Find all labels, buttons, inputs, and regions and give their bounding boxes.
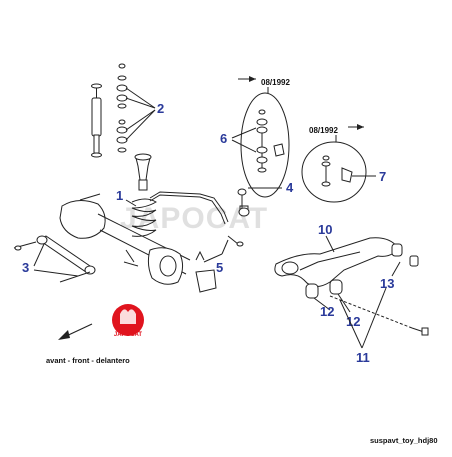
callout-11: 11 xyxy=(356,350,370,365)
date-note-top: 08/1992 xyxy=(261,78,290,87)
callout-4: 4 xyxy=(286,180,294,195)
bushing-stack xyxy=(116,63,128,153)
link-assembly xyxy=(256,109,285,173)
leader-11 xyxy=(339,287,387,349)
date-note-right: 08/1992 xyxy=(309,126,338,135)
leader-10 xyxy=(325,235,335,253)
detail-ellipse-right xyxy=(301,141,367,203)
leader-2 xyxy=(125,87,156,141)
mount-bracket xyxy=(195,235,244,293)
callout-12b: 12 xyxy=(346,314,360,329)
diagram-caption: suspavt_toy_hdj80 xyxy=(370,436,438,445)
axle-housing xyxy=(59,193,191,285)
direction-label: avant - front - delantero xyxy=(46,356,130,365)
arrow-head-top xyxy=(249,76,256,82)
japocat-logo: JAPOCAT xyxy=(112,304,144,338)
shock-absorber xyxy=(91,83,102,158)
callout-3: 3 xyxy=(22,260,29,275)
link-assembly-right xyxy=(321,155,353,187)
front-direction-arrow xyxy=(58,323,93,340)
callout-10: 10 xyxy=(318,222,332,237)
arrow-head-right xyxy=(357,124,364,130)
leader-13 xyxy=(391,261,401,277)
callout-13: 13 xyxy=(380,276,394,291)
leader-5 xyxy=(203,239,229,263)
leader-6 xyxy=(231,127,257,153)
callout-12a: 12 xyxy=(320,304,334,319)
callout-1: 1 xyxy=(116,188,123,203)
trailing-arm xyxy=(274,237,419,287)
arm-bolt xyxy=(329,295,429,336)
coil-spring xyxy=(131,198,157,237)
bump-stop xyxy=(134,153,152,191)
arm-bushings xyxy=(305,279,343,299)
stabilizer-link xyxy=(237,188,250,217)
leader-1 xyxy=(125,199,137,207)
leader-3 xyxy=(33,243,79,277)
lateral-rod xyxy=(13,235,96,283)
callout-7: 7 xyxy=(379,169,386,184)
logo-wordmark: JAPOCAT xyxy=(114,332,143,338)
callout-5: 5 xyxy=(216,260,223,275)
callout-2: 2 xyxy=(157,101,164,116)
callout-6: 6 xyxy=(220,131,227,146)
leader-12 xyxy=(313,293,351,313)
